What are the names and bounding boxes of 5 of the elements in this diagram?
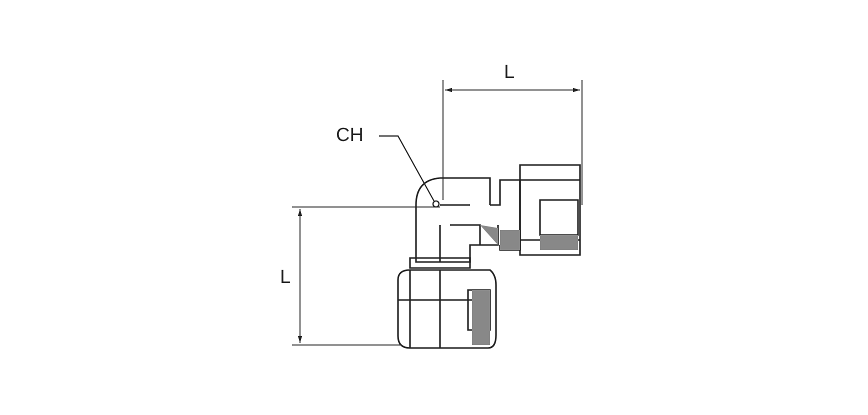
marker-circle: [432, 200, 440, 208]
callout-label: CH: [336, 126, 364, 145]
leader-line: [379, 135, 435, 202]
dimension-label: L: [504, 63, 515, 82]
dimension-label: L: [280, 268, 291, 287]
